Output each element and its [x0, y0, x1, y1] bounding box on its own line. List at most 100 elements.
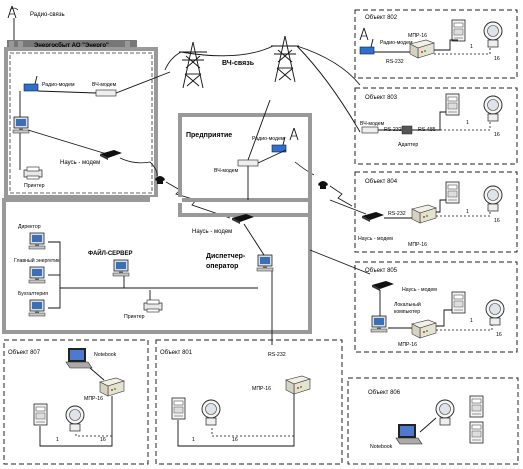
mpr-807-label: МПР-16 [84, 396, 103, 402]
chief-energy-label: Главный энергетик [14, 257, 60, 264]
dispatcher-label-1: Диспетчер- [206, 253, 246, 260]
meter1-805: 1 [470, 318, 473, 324]
meter16-805: 16 [496, 332, 502, 338]
enterprise-block: Предприятие Радио-модем ВЧ-модем Наусь -… [2, 99, 312, 345]
dispatcher-label-2: оператор [206, 263, 238, 270]
round-meter-802-icon [483, 21, 503, 48]
round-meter-805-icon [485, 299, 505, 326]
director-label: Директор [18, 224, 41, 230]
meter1-802: 1 [470, 44, 473, 50]
radio-modem-left-label: Радио-модем [42, 82, 75, 88]
mpr-801-icon [285, 375, 311, 395]
director-pc-icon [28, 232, 46, 250]
mpr-805-icon [411, 319, 437, 339]
central-pc-icon [12, 116, 30, 134]
radio-link-label: Радио-связь [30, 12, 65, 18]
local-pc-805-label-1: Локальный [394, 301, 421, 308]
object-806: Объект 806 Notebook [347, 377, 519, 465]
vch-link: ВЧ-связь [164, 35, 361, 133]
energosbyt-block: Радио-связь Энергосбыт АО "Энерго" Радио… [4, 5, 171, 199]
meter-805-icon [451, 291, 466, 314]
object-807: Объект 807 Notebook МПР-16 1 16 [3, 339, 149, 465]
enterprise-title: Предприятие [186, 132, 232, 139]
radio-modem-802-label: Радио-модем [380, 40, 413, 46]
naus-modem-805-label: Наусь - модем [402, 287, 437, 293]
meter1-804: 1 [466, 209, 469, 215]
round-meter-801-icon [201, 399, 221, 426]
obj807-title: Объект 807 [8, 350, 41, 356]
mpr-802-icon [409, 39, 435, 59]
obj806-title: Объект 806 [368, 390, 401, 396]
object-803: Объект 803 ВЧ-модем RS-232 RS-485 Адапте… [354, 87, 518, 165]
obj804-title: Объект 804 [365, 179, 398, 185]
mpr-805-label: МПР-16 [398, 342, 417, 348]
meter1-801: 1 [192, 437, 195, 443]
notebook-806-label: Notebook [370, 444, 393, 450]
radio-modem-802-icon [359, 38, 375, 55]
file-server-pc-icon [112, 259, 130, 277]
rs232-804-label: RS-232 [388, 211, 406, 217]
rs232-802-label: RS-232 [386, 59, 404, 65]
obj802-title: Объект 802 [365, 15, 398, 21]
naus-modem-left-icon [100, 150, 122, 160]
mpr-804-icon [411, 204, 437, 224]
radio-modem-center-label: Радио-модем [252, 136, 285, 142]
obj803-title: Объект 803 [365, 95, 398, 101]
vch-modem-left-label: ВЧ-модем [92, 82, 117, 88]
meter-803-icon [445, 93, 460, 116]
meter16-803: 16 [494, 132, 500, 138]
meter-806b-icon [469, 421, 484, 444]
meter1-803: 1 [466, 120, 469, 126]
dispatcher-pc-icon [256, 254, 274, 272]
meter16-804: 16 [494, 218, 500, 224]
vch-link-label: ВЧ-связь [222, 60, 255, 67]
printer-center-icon [143, 299, 163, 313]
local-pc-805-icon [370, 315, 388, 333]
object-805: Объект 805 Наусь - модем Локальный компь… [354, 261, 518, 353]
naus-modem-804-label: Наусь - модем [358, 236, 393, 242]
meter-802-icon [451, 19, 466, 42]
mpr-807-icon [99, 377, 125, 397]
pylon-left-icon [178, 41, 208, 89]
mpr-801-label: МПР-16 [252, 386, 271, 392]
mpr-804-label: МПР-16 [408, 242, 427, 248]
round-meter-804-icon [483, 185, 503, 212]
file-server-label: ФАЙЛ-СЕРВЕР [88, 249, 133, 257]
round-meter-803-icon [483, 95, 503, 122]
object-801: Объект 801 RS-232 МПР-16 1 16 [155, 339, 343, 465]
meter-801-icon [171, 397, 186, 420]
notebook-807-label: Notebook [94, 352, 117, 358]
object-804: Объект 804 Наусь - модем RS-232 МПР-16 1… [354, 171, 518, 253]
vch-modem-803-label: ВЧ-модем [360, 121, 385, 127]
rs232-801-label: RS-232 [268, 352, 286, 358]
obj801-title: Объект 801 [160, 350, 193, 356]
printer-left-label: Принтер [24, 183, 45, 189]
naus-modem-left-label: Наусь - модем [60, 160, 100, 166]
chief-energy-pc-icon [28, 266, 46, 284]
pylon-right-icon [270, 35, 300, 83]
printer-center-label: Принтер [124, 314, 145, 320]
meter16-801: 16 [232, 437, 238, 443]
notebook-806-icon [395, 423, 423, 445]
naus-modem-805-icon [372, 281, 394, 291]
object-802: Объект 802 Радио-модем RS-232 МПР-16 1 1… [354, 9, 518, 79]
round-meter-806-icon [435, 399, 455, 426]
local-pc-805-label-2: компьютер [394, 309, 420, 315]
phone-right-icon [318, 181, 328, 189]
vch-modem-center-label: ВЧ-модем [214, 168, 239, 174]
adapter-803-label: Адаптер [398, 142, 418, 148]
meter-807-icon [33, 403, 48, 426]
obj805-title: Объект 805 [365, 268, 398, 274]
meter-806a-icon [469, 395, 484, 418]
round-meter-807-icon [65, 405, 85, 432]
energosbyt-title: Энергосбыт АО "Энерго" [34, 42, 109, 49]
meter1-807: 1 [56, 437, 59, 443]
printer-left-icon [23, 166, 43, 180]
notebook-807-icon [65, 347, 93, 369]
meter16-807: 16 [100, 437, 106, 443]
naus-modem-center-label: Наусь - модем [192, 229, 232, 235]
accounting-pc-icon [28, 299, 46, 317]
meter16-802: 16 [494, 56, 500, 62]
mpr-802-label: МПР-16 [408, 33, 427, 39]
